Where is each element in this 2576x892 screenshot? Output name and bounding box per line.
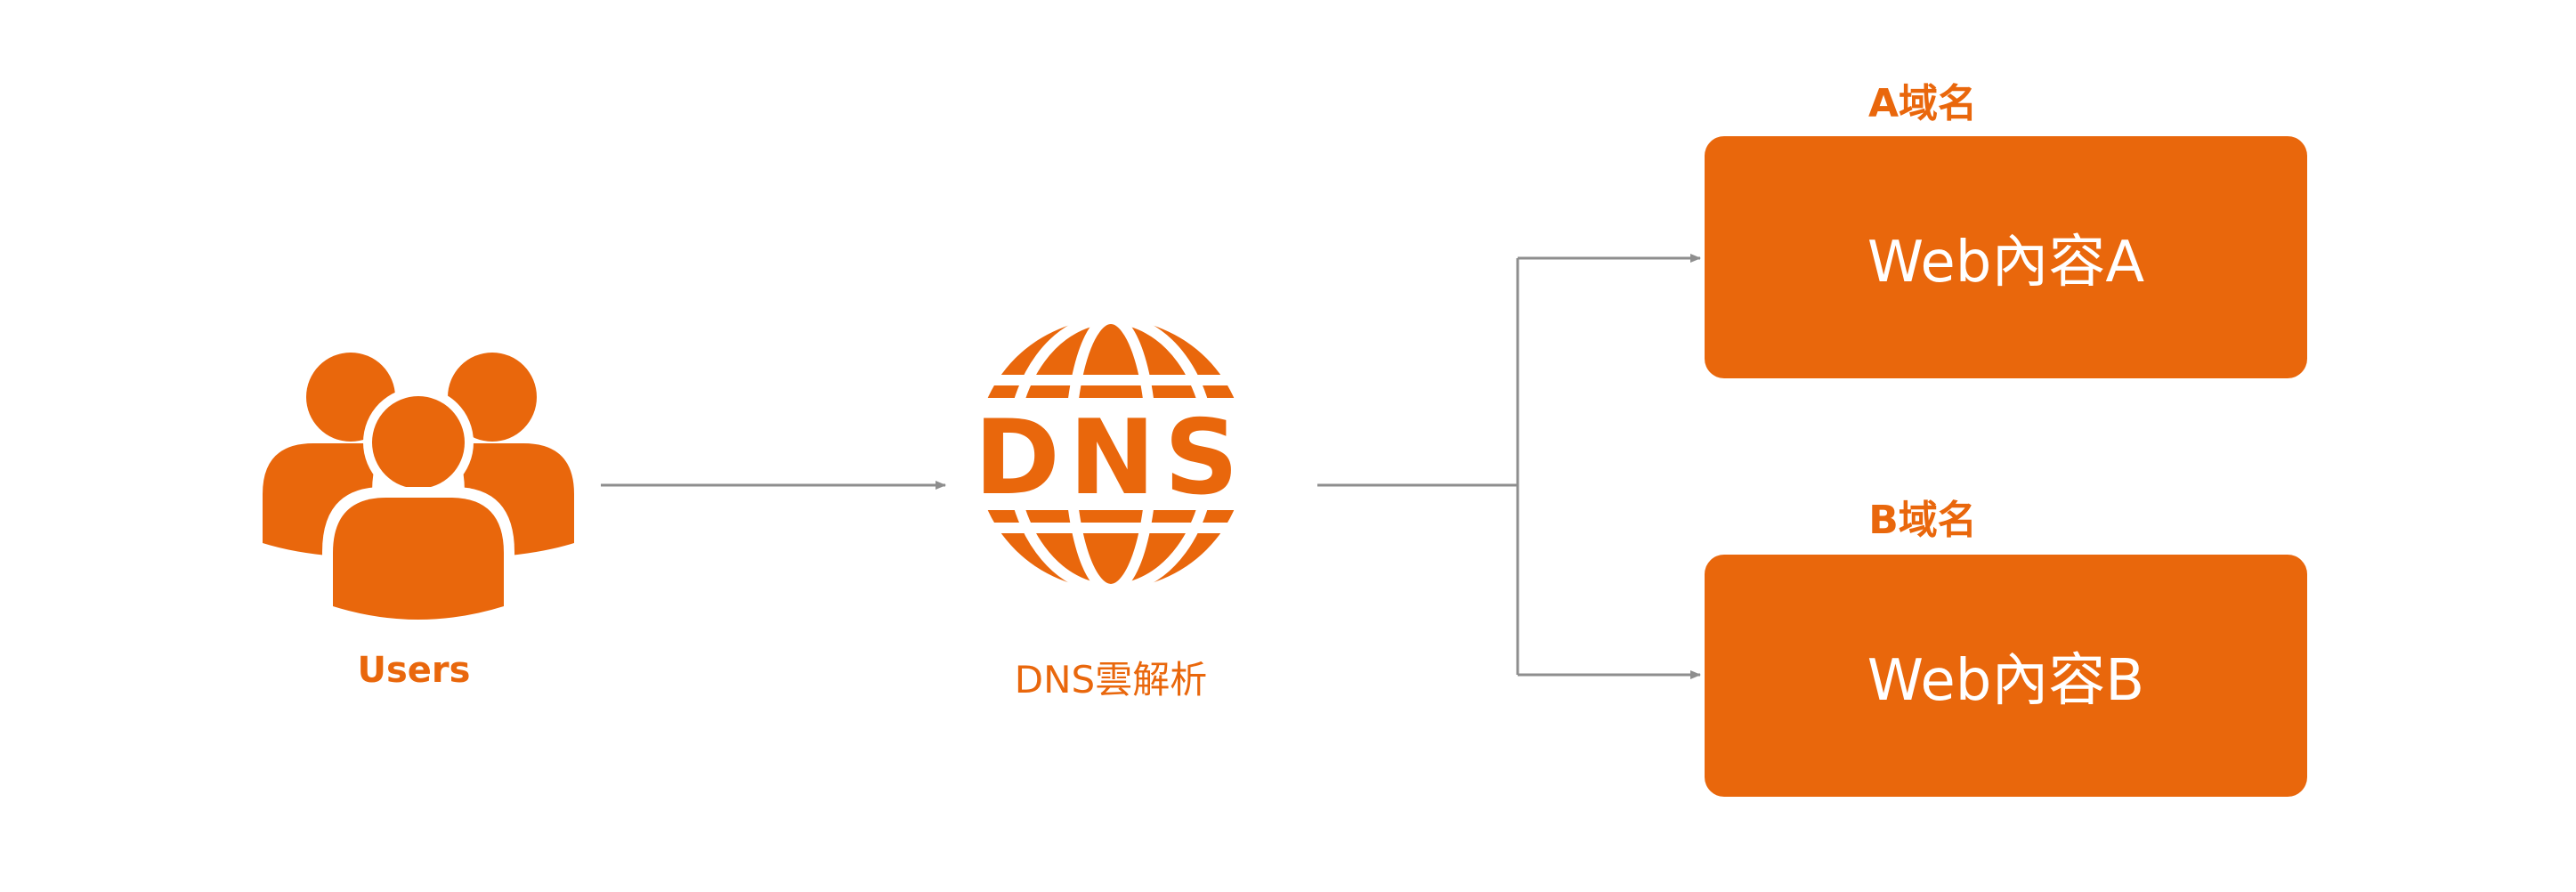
web-content-b-box: Web內容B <box>1705 555 2307 797</box>
web-content-a-box: Web內容A <box>1705 136 2307 378</box>
dns-label: DNS雲解析 <box>1014 658 1208 701</box>
users-label: Users <box>357 650 471 691</box>
dns-globe-icon: DNS <box>964 313 1258 595</box>
dns-logo-text: DNS <box>975 398 1248 518</box>
domain-a-label: A域名 <box>1867 81 1978 126</box>
web-content-a-text: Web內容A <box>1867 230 2145 296</box>
domain-b-label: B域名 <box>1868 498 1977 543</box>
web-content-b-text: Web內容B <box>1867 648 2145 714</box>
users-group-icon <box>263 353 574 620</box>
